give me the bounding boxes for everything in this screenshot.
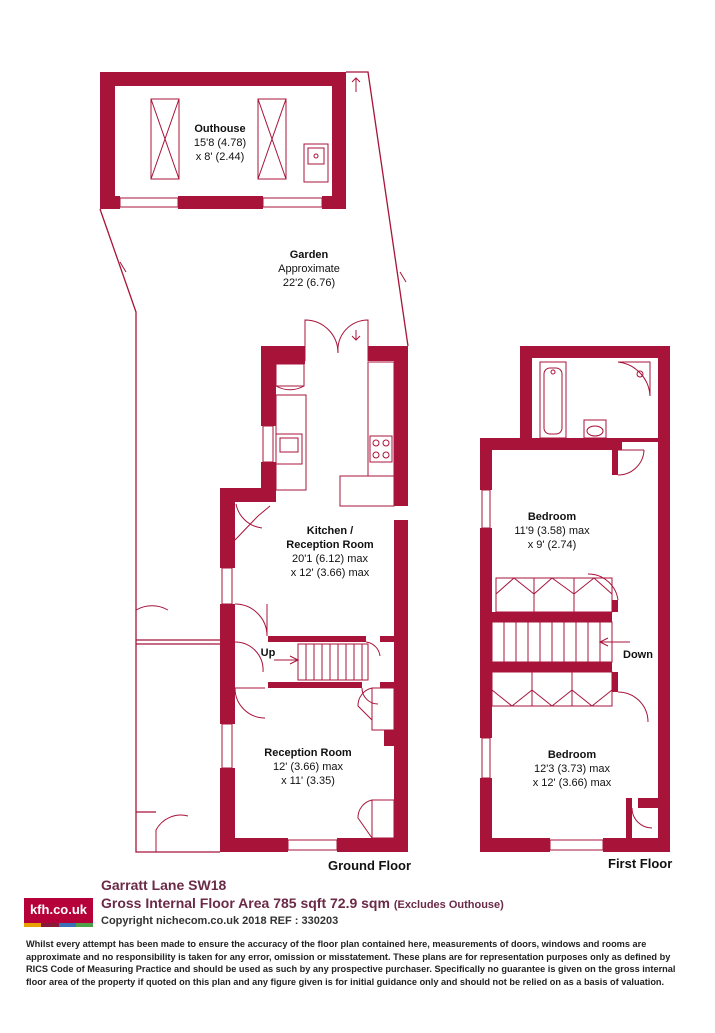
logo-text: kfh.co.uk (29, 902, 88, 917)
kfh-logo: kfh.co.uk (24, 898, 93, 927)
logo-stripe-3 (58, 923, 76, 927)
bedroom1-dim2: x 9' (2.74) (528, 539, 577, 551)
copyright: Copyright nichecom.co.uk 2018 REF : 3302… (101, 915, 339, 927)
logo-stripe (24, 923, 93, 927)
outhouse-dim1: 15'8 (4.78) (194, 137, 246, 149)
walls (100, 72, 670, 852)
doors (119, 77, 653, 852)
title-block: Garratt Lane SW18 Gross Internal Floor A… (101, 877, 504, 927)
bedroom2-name: Bedroom (548, 749, 597, 761)
address: Garratt Lane SW18 (101, 877, 227, 893)
thin-lines (99, 71, 409, 853)
floor-area-note: (Excludes Outhouse) (393, 899, 504, 911)
kitchen-dim1: 20'1 (6.12) max (292, 553, 369, 565)
first-floor-label: First Floor (608, 856, 673, 871)
stairs-up-label: Up (261, 647, 276, 659)
reception-dim1: 12' (3.66) max (273, 761, 343, 773)
kitchen-dim2: x 12' (3.66) max (291, 567, 370, 579)
kitchen-name-2: Reception Room (286, 539, 374, 551)
floor-plan: Outhouse 15'8 (4.78) x 8' (2.44) Garden … (99, 71, 670, 853)
logo-stripe-4 (75, 923, 93, 927)
logo-stripe-2 (41, 923, 59, 927)
stairs-down-label: Down (623, 649, 653, 661)
garden-name: Garden (290, 249, 329, 261)
disclaimer: Whilst every attempt has been made to en… (26, 939, 676, 987)
garden-dim2: 22'2 (6.76) (283, 277, 335, 289)
reception-dim2: x 11' (3.35) (281, 775, 335, 787)
bedroom2-dim2: x 12' (3.66) max (533, 777, 612, 789)
floor-area: Gross Internal Floor Area 785 sqft 72.9 … (101, 895, 504, 911)
bedroom1-dim1: 11'9 (3.58) max (514, 525, 590, 537)
reception-name: Reception Room (264, 747, 352, 759)
bedroom1-name: Bedroom (528, 511, 577, 523)
bedroom2-dim1: 12'3 (3.73) max (534, 763, 611, 775)
outhouse-name: Outhouse (194, 123, 245, 135)
outhouse-dim2: x 8' (2.44) (196, 151, 245, 163)
garden-dim1: Approximate (278, 263, 340, 275)
ground-floor-label: Ground Floor (328, 858, 412, 873)
logo-stripe-1 (24, 923, 42, 927)
kitchen-name-1: Kitchen / (307, 525, 353, 537)
floor-area-value: Gross Internal Floor Area 785 sqft 72.9 … (101, 895, 390, 911)
